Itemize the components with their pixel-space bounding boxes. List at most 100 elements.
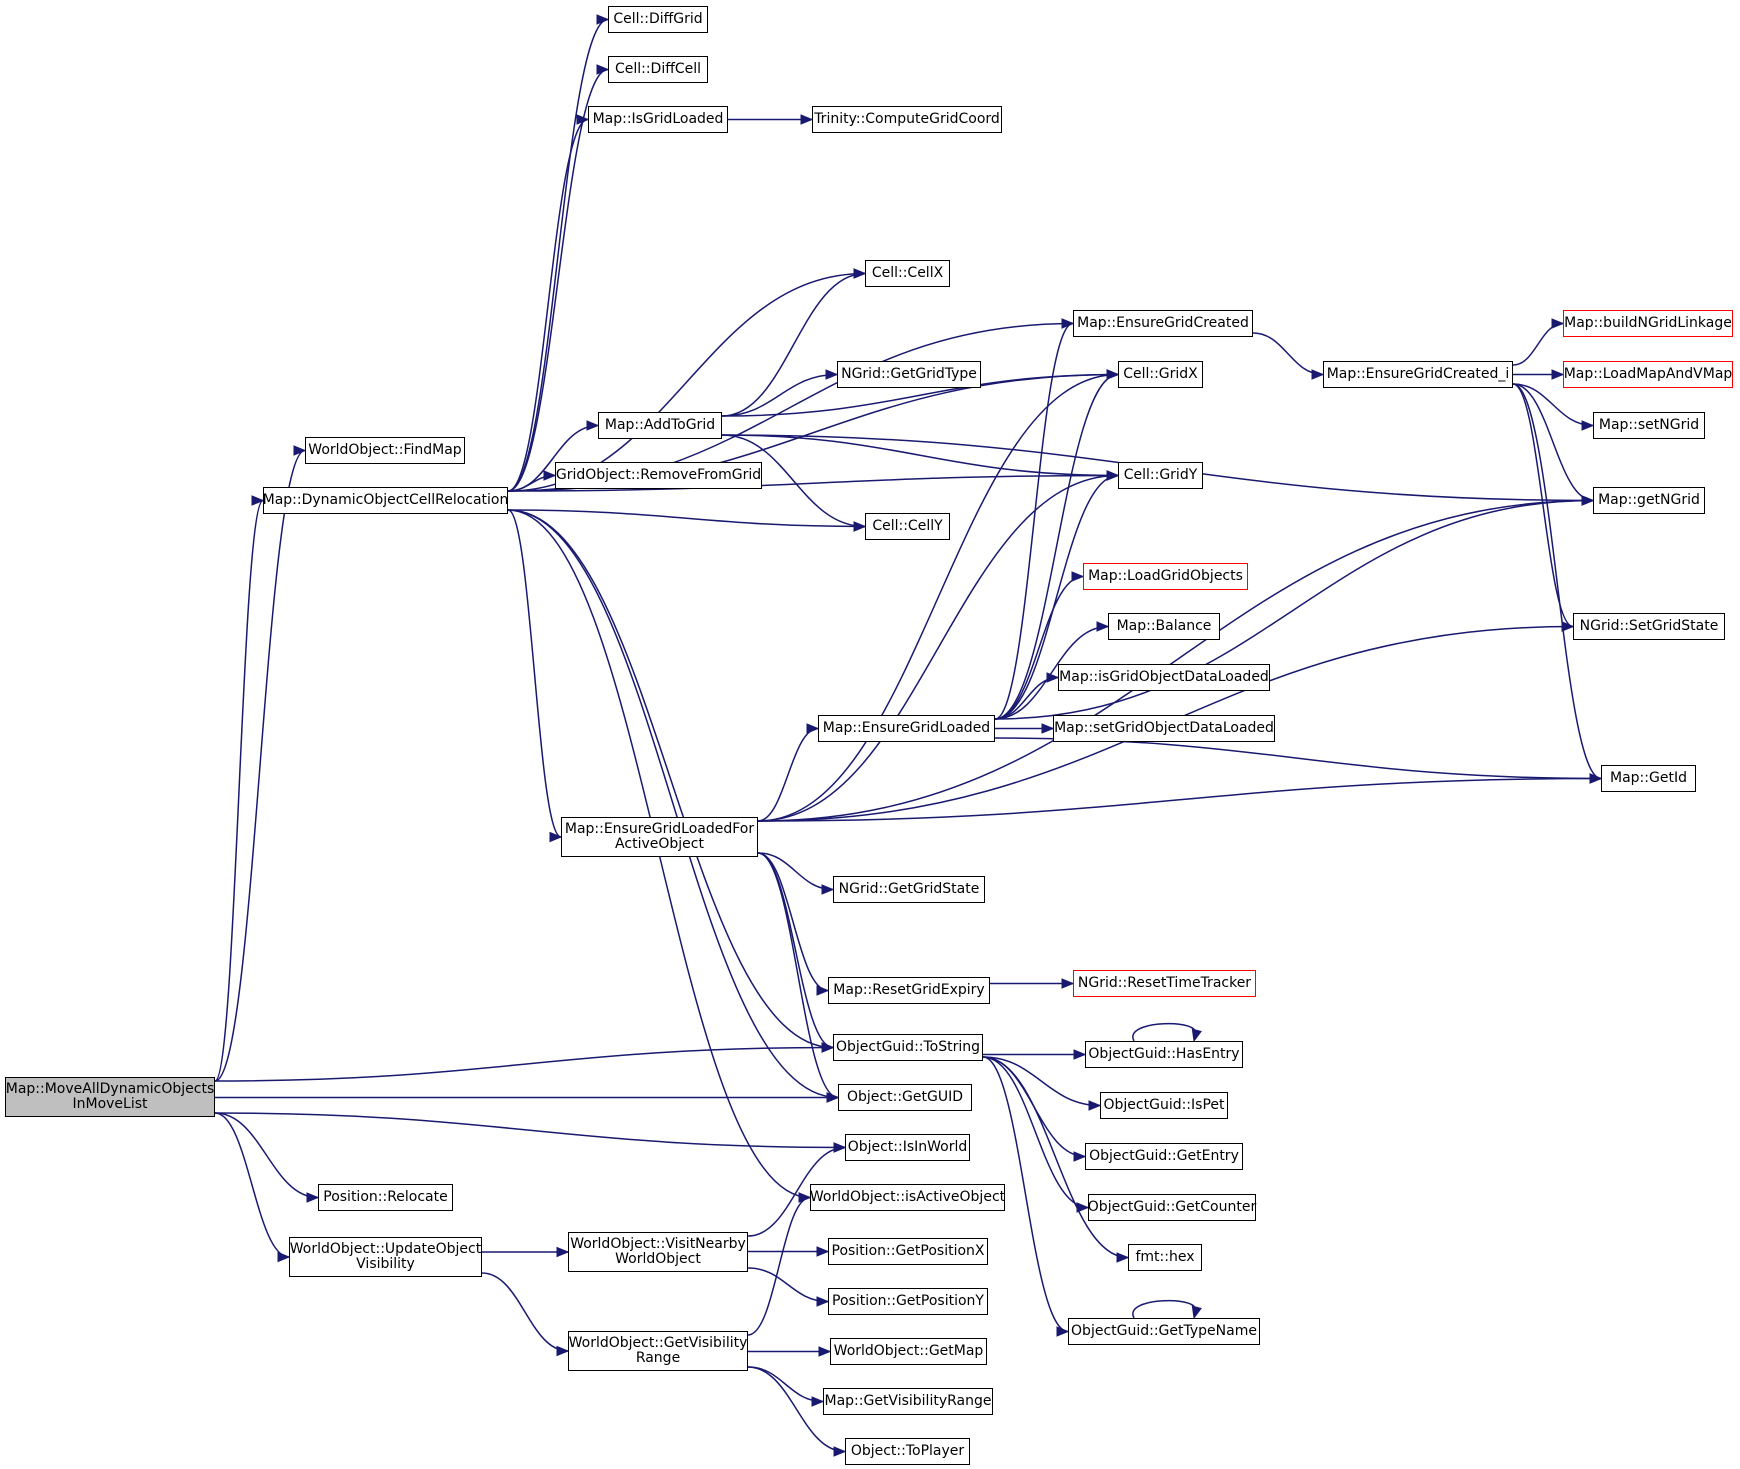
node-loadmapvmap[interactable]: Map::LoadMapAndVMap <box>1563 361 1733 388</box>
edge-egl_active-to-egloaded <box>757 727 819 822</box>
edge-root-to-relocate <box>214 1112 319 1199</box>
edge-egl_active-to-getngrid <box>757 499 1594 822</box>
node-dynreloc[interactable]: Map::DynamicObjectCellRelocation <box>263 487 508 514</box>
arrowhead-egcreated-to-egcreated_i <box>1311 369 1325 380</box>
node-getposx[interactable]: Position::GetPositionX <box>828 1238 988 1265</box>
node-isactive[interactable]: WorldObject::isActiveObject <box>810 1184 1005 1211</box>
node-mapgetvis[interactable]: Map::GetVisibilityRange <box>823 1388 993 1415</box>
edge-egcreated_i-to-setgridstate <box>1512 383 1574 628</box>
arrowhead-egl_active-to-getgridstate <box>821 884 835 895</box>
edge-hasentry-to-hasentry <box>1132 1023 1196 1042</box>
arrowhead-dynreloc-to-diffgrid <box>596 14 610 25</box>
edge-visitnearby-to-getposy <box>747 1267 829 1303</box>
node-getentry[interactable]: ObjectGuid::GetEntry <box>1085 1143 1243 1170</box>
node-buildlink[interactable]: Map::buildNGridLinkage <box>1563 310 1733 337</box>
arrowhead-egloaded-to-balance <box>1096 621 1110 632</box>
node-fmthex[interactable]: fmt::hex <box>1128 1244 1202 1271</box>
arrowhead-egl_active-to-getid <box>1589 773 1603 784</box>
node-isgodl[interactable]: Map::isGridObjectDataLoaded <box>1058 664 1270 691</box>
edge-egloaded-to-egcreated <box>994 322 1074 720</box>
node-egloaded[interactable]: Map::EnsureGridLoaded <box>818 715 995 742</box>
node-findmap[interactable]: WorldObject::FindMap <box>305 437 465 464</box>
node-updvis[interactable]: WorldObject::UpdateObject Visibility <box>289 1237 482 1277</box>
arrowhead-getvisrange-to-isactive <box>798 1192 812 1203</box>
arrowhead-egl_active-to-egloaded <box>806 723 820 734</box>
arrowhead-dynreloc-to-diffcell <box>596 64 610 75</box>
node-resetexpiry[interactable]: Map::ResetGridExpiry <box>828 977 990 1004</box>
node-gridx[interactable]: Cell::GridX <box>1118 361 1203 388</box>
node-diffgrid[interactable]: Cell::DiffGrid <box>608 6 708 33</box>
node-root: Map::MoveAllDynamicObjects InMoveList <box>5 1077 215 1117</box>
edge-egcreated-to-egcreated_i <box>1252 332 1324 376</box>
node-toplayer[interactable]: Object::ToPlayer <box>845 1438 970 1465</box>
node-getgridstate[interactable]: NGrid::GetGridState <box>833 876 985 903</box>
arrowhead-egcreated_i-to-buildlink <box>1551 318 1565 329</box>
edge-addtogrid-to-cellx <box>721 272 866 417</box>
edge-egl_active-to-tostring <box>757 852 834 1049</box>
node-isinworld[interactable]: Object::IsInWorld <box>845 1134 970 1161</box>
node-getngrid[interactable]: Map::getNGrid <box>1593 487 1705 514</box>
node-setgridstate[interactable]: NGrid::SetGridState <box>1573 613 1725 640</box>
edge-root-to-dynreloc <box>214 499 264 1082</box>
node-gettypename[interactable]: ObjectGuid::GetTypeName <box>1068 1318 1260 1345</box>
arrowhead-gettypename-to-gettypename <box>1191 1305 1202 1320</box>
edge-root-to-findmap <box>214 449 306 1082</box>
arrowhead-root-to-findmap <box>293 445 307 456</box>
edge-dynreloc-to-diffgrid <box>507 18 609 492</box>
edge-root-to-updvis <box>214 1112 290 1258</box>
node-getposy[interactable]: Position::GetPositionY <box>828 1288 988 1315</box>
node-gridy[interactable]: Cell::GridY <box>1118 462 1203 489</box>
edge-getvisrange-to-mapgetvis <box>747 1366 824 1403</box>
node-getguid[interactable]: Object::GetGUID <box>838 1084 972 1111</box>
node-getvisrange[interactable]: WorldObject::GetVisibility Range <box>568 1331 748 1371</box>
node-removefromgrid[interactable]: GridObject::RemoveFromGrid <box>555 462 762 489</box>
edge-egloaded-to-gridy <box>994 474 1119 720</box>
node-resettime[interactable]: NGrid::ResetTimeTracker <box>1073 970 1256 997</box>
node-setngrid[interactable]: Map::setNGrid <box>1593 412 1705 439</box>
arrowhead-egloaded-to-loadgridobjects <box>1071 571 1085 582</box>
node-egl_active[interactable]: Map::EnsureGridLoadedFor ActiveObject <box>561 817 758 857</box>
node-egcreated_i[interactable]: Map::EnsureGridCreated_i <box>1323 361 1513 388</box>
edge-getvisrange-to-isactive <box>747 1196 811 1336</box>
node-getmap[interactable]: WorldObject::GetMap <box>830 1338 987 1365</box>
edge-dynreloc-to-celly <box>507 509 866 528</box>
node-getcounter[interactable]: ObjectGuid::GetCounter <box>1088 1194 1256 1221</box>
node-tostring[interactable]: ObjectGuid::ToString <box>833 1034 983 1061</box>
node-gettype[interactable]: NGrid::GetGridType <box>837 361 981 388</box>
node-diffcell[interactable]: Cell::DiffCell <box>608 56 708 83</box>
arrowhead-dynreloc-to-egl_active <box>549 831 563 843</box>
node-isgridloaded[interactable]: Map::IsGridLoaded <box>588 106 728 133</box>
edge-updvis-to-getvisrange <box>481 1272 569 1352</box>
node-hasentry[interactable]: ObjectGuid::HasEntry <box>1085 1041 1243 1068</box>
arrowhead-dynreloc-to-isgridloaded <box>576 114 590 125</box>
node-addtogrid[interactable]: Map::AddToGrid <box>598 412 722 439</box>
edge-dynreloc-to-gridy <box>507 474 1119 492</box>
node-setgodl[interactable]: Map::setGridObjectDataLoaded <box>1053 715 1275 742</box>
edge-dynreloc-to-getguid <box>507 509 839 1099</box>
node-cellx[interactable]: Cell::CellX <box>865 260 950 287</box>
arrowhead-tostring-to-getentry <box>1073 1151 1087 1162</box>
node-celly[interactable]: Cell::CellY <box>865 513 950 540</box>
node-getid[interactable]: Map::GetId <box>1601 765 1696 792</box>
edge-egl_active-to-resetexpiry <box>757 852 829 992</box>
arrowhead-hasentry-to-hasentry <box>1191 1028 1202 1043</box>
arrowhead-egloaded-to-setgodl <box>1041 723 1055 734</box>
node-visitnearby[interactable]: WorldObject::VisitNearby WorldObject <box>568 1232 748 1272</box>
edge-tostring-to-fmthex <box>982 1056 1129 1259</box>
arrowhead-tostring-to-ispet <box>1088 1100 1102 1111</box>
node-ispet[interactable]: ObjectGuid::IsPet <box>1100 1092 1228 1119</box>
node-relocate[interactable]: Position::Relocate <box>318 1184 453 1211</box>
arrowhead-egcreated_i-to-setngrid <box>1581 420 1595 431</box>
node-balance[interactable]: Map::Balance <box>1108 613 1220 640</box>
edge-egcreated_i-to-getid <box>1512 383 1602 780</box>
node-computegrid[interactable]: Trinity::ComputeGridCoord <box>812 106 1002 133</box>
node-loadgridobjects[interactable]: Map::LoadGridObjects <box>1083 563 1248 590</box>
edge-egloaded-to-getngrid <box>994 499 1594 720</box>
arrowhead-egl_active-to-gridx <box>1106 369 1120 380</box>
edge-egl_active-to-getguid <box>757 852 839 1099</box>
arrowhead-root-to-relocate <box>306 1192 320 1203</box>
node-egcreated[interactable]: Map::EnsureGridCreated <box>1073 310 1253 337</box>
arrowhead-egcreated_i-to-loadmapvmap <box>1551 369 1565 380</box>
